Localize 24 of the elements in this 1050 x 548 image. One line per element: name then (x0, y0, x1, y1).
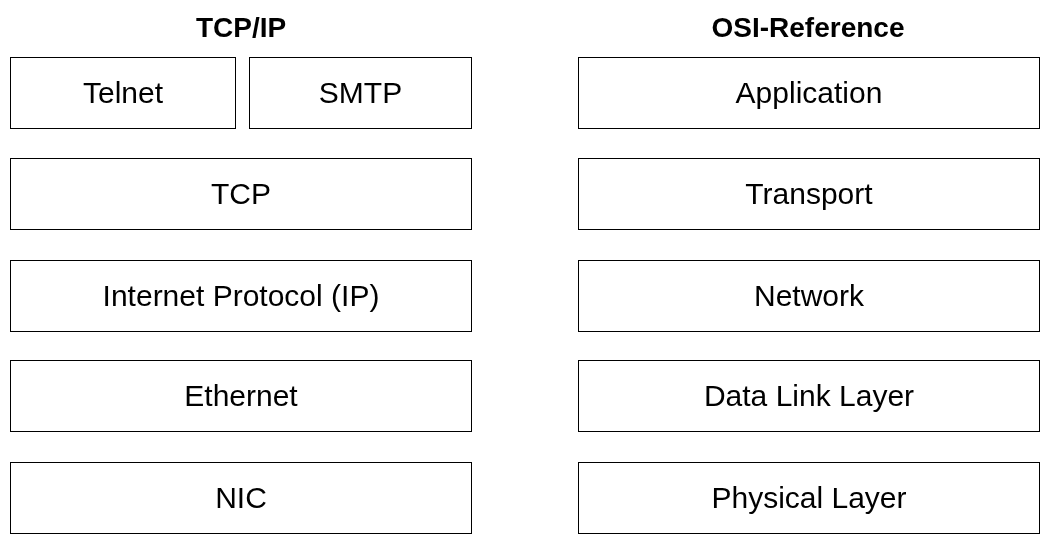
layer-name: Physical Layer (711, 481, 907, 515)
layer-box (578, 462, 1040, 534)
layer-name: Internet Protocol (IP) (102, 279, 380, 313)
layer-name: Ethernet (184, 379, 298, 413)
layer-box (10, 360, 472, 432)
layer-name: TCP (211, 177, 271, 211)
layer-name: Network (754, 279, 864, 313)
layer-name: Data Link Layer (703, 379, 915, 413)
layer-name: Application (735, 76, 883, 110)
layer-box (578, 360, 1040, 432)
layer-name: SMTP (318, 76, 403, 110)
layer-box (10, 462, 472, 534)
layer-name: NIC (215, 481, 267, 515)
layer-name: Transport (745, 177, 873, 211)
layer-box (10, 158, 472, 230)
layer-box (10, 260, 472, 332)
layer-box (249, 57, 472, 129)
layer-box (578, 57, 1040, 129)
column-heading: OSI-Reference (711, 12, 905, 44)
layer-name: Telnet (82, 76, 164, 110)
column-heading: TCP/IP (195, 12, 287, 44)
layer-box (578, 158, 1040, 230)
layer-box (10, 57, 236, 129)
layer-box (578, 260, 1040, 332)
